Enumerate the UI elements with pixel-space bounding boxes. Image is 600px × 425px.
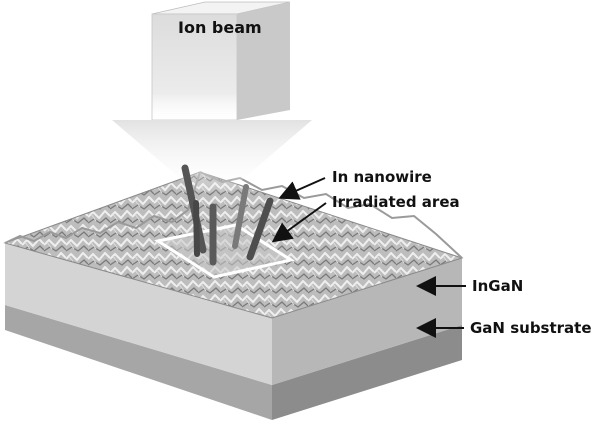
ion-beam-label: Ion beam: [178, 18, 262, 37]
irradiated-area-label: Irradiated area: [332, 193, 460, 211]
ingan-layer-front: [5, 243, 272, 385]
ingan-label: InGaN: [472, 277, 523, 295]
gan-substrate-front: [5, 305, 272, 420]
ingan-layer-side: [272, 258, 462, 385]
annotation-arrows: [271, 177, 466, 338]
nanowire-arrow: [278, 177, 326, 200]
nanowire: [193, 200, 200, 257]
nanowire-label: In nanowire: [332, 168, 432, 186]
gan-substrate-side: [272, 325, 462, 420]
nanowire: [246, 197, 274, 261]
nanowire: [232, 184, 249, 249]
ion-beam: Ion beam: [112, 1, 312, 192]
ion-beam-side-face: [237, 2, 290, 120]
nanowire-cluster: [181, 164, 274, 266]
ion-beam-arrow-head: [112, 120, 312, 192]
gan-substrate-label: GaN substrate: [470, 319, 592, 337]
irradiated-area-arrow: [271, 202, 327, 243]
